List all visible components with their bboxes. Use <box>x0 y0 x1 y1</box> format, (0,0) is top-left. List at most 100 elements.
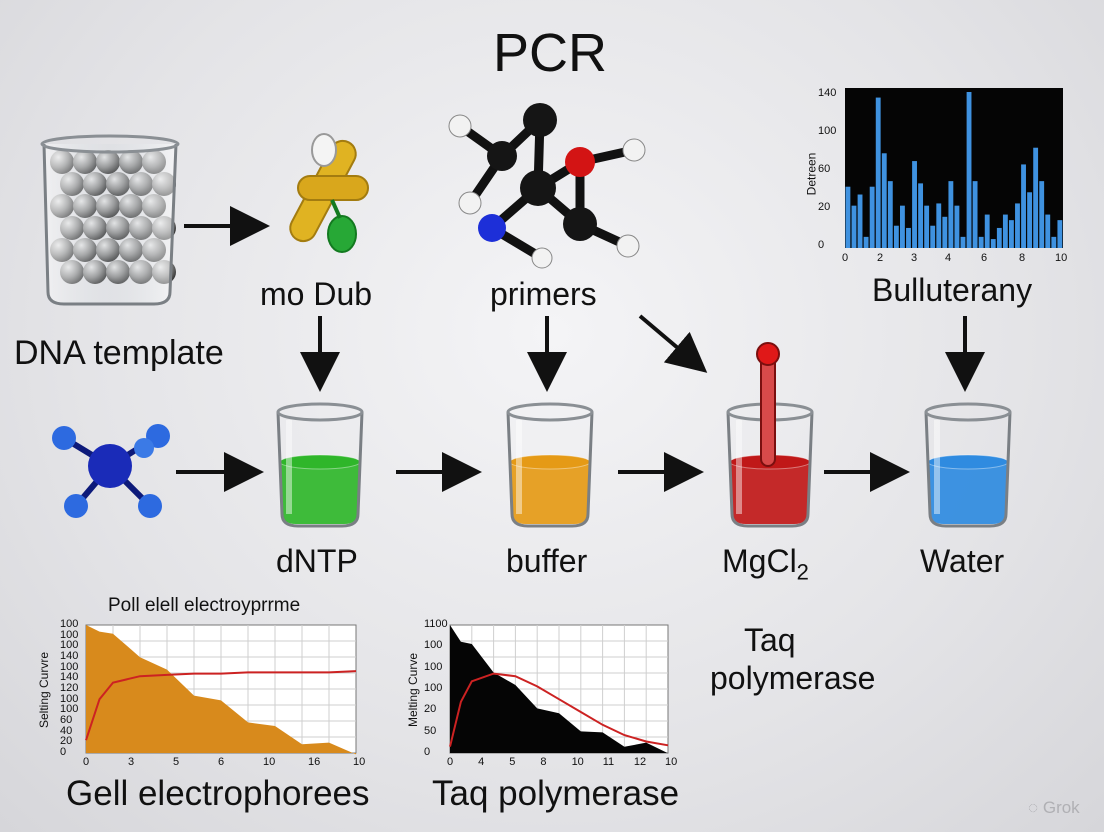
label-dna-template: DNA template <box>14 334 224 372</box>
grok-watermark: ◌ Grok <box>1028 798 1080 818</box>
histogram-bar <box>1039 181 1045 248</box>
beaker-rim <box>924 402 1012 422</box>
histogram-x-tick: 3 <box>911 252 918 264</box>
y-tick: 140 <box>60 650 79 662</box>
line-series <box>449 672 669 747</box>
y-tick: 40 <box>60 724 73 737</box>
histogram-x-tick: 8 <box>1019 252 1026 264</box>
histogram-x-tick: 2 <box>877 252 884 264</box>
label-dntp: dNTP <box>276 543 358 579</box>
histogram-bar <box>845 186 851 248</box>
histogram-bar <box>1009 220 1014 248</box>
y-tick: 100 <box>424 682 443 694</box>
histogram-bar <box>906 227 911 248</box>
histogram-bar <box>972 181 978 248</box>
histogram-bar <box>936 203 942 248</box>
grok-watermark-text: Grok <box>1042 798 1080 817</box>
histogram-bar <box>851 205 857 248</box>
histogram-y-tick: 140 <box>818 87 837 99</box>
histogram-y-tick: 20 <box>818 201 831 213</box>
label-taq-line2: polymerase <box>710 660 876 696</box>
y-tick: 100 <box>424 660 443 673</box>
label-mgcl2: MgCl2 <box>722 545 809 583</box>
x-tick: 10 <box>571 756 584 768</box>
label-taq-line1: Taq <box>744 622 796 658</box>
histogram-bar <box>1033 147 1039 248</box>
histogram-bar <box>1051 236 1057 248</box>
x-tick: 10 <box>263 756 276 768</box>
beaker-glass <box>276 411 364 528</box>
buffer-beaker <box>506 402 594 528</box>
histogram-x-tick: 0 <box>842 252 849 264</box>
histogram-bar <box>869 186 875 248</box>
x-tick: 8 <box>540 756 547 768</box>
x-tick: 5 <box>173 756 180 768</box>
histogram-bar <box>978 236 984 248</box>
label-water: Water <box>920 543 1005 579</box>
histogram-bar <box>918 183 924 248</box>
histogram-bar <box>1002 214 1008 248</box>
x-tick: 0 <box>83 756 90 768</box>
histogram-y-tick: 100 <box>818 125 837 137</box>
gel-electrophoresis-chart <box>85 624 357 755</box>
histogram-bar <box>996 227 1002 248</box>
y-tick: 50 <box>424 724 437 737</box>
histogram-bar <box>887 181 893 248</box>
y-tick: 20 <box>60 735 73 748</box>
histogram-bar <box>1015 203 1020 248</box>
histogram-bar <box>1027 192 1033 248</box>
histogram-ylabel: Detreen <box>804 152 819 196</box>
histogram-y-tick: 60 <box>818 163 831 175</box>
histogram-bar <box>881 153 887 248</box>
histogram-chart <box>845 88 1063 248</box>
histogram-bar <box>960 236 966 248</box>
thermometer-icon <box>756 342 780 467</box>
x-tick: 10 <box>665 756 678 768</box>
beaker-rim <box>506 402 594 422</box>
x-tick: 12 <box>633 756 647 768</box>
histogram-bar <box>900 205 905 248</box>
glass-highlight <box>934 420 940 514</box>
primers-molecule <box>448 103 646 269</box>
y-tick: 100 <box>60 660 79 673</box>
x-tick: 6 <box>218 756 225 768</box>
x-tick: 0 <box>447 756 454 768</box>
label-mgcl2-sub: 2 <box>796 559 809 585</box>
line-series <box>85 670 357 741</box>
y-tick: 0 <box>424 746 431 758</box>
y-tick: 120 <box>60 682 79 694</box>
melt-chart-xlabel: Taq polymerase <box>432 774 680 813</box>
label-primers: primers <box>490 276 597 312</box>
label-bulluterany: Bulluterany <box>872 272 1033 308</box>
beaker-liquid <box>510 462 590 524</box>
histogram-bar <box>863 236 869 248</box>
y-tick: 20 <box>424 703 437 716</box>
glass-highlight <box>286 420 292 514</box>
label-mo-dub: mo Dub <box>260 276 373 312</box>
melt-chart-ylabel: Melting Curve <box>406 652 421 728</box>
y-tick: 60 <box>60 714 73 726</box>
x-tick: 5 <box>509 756 516 768</box>
glass-highlight <box>736 420 742 514</box>
beaker-glass <box>924 411 1012 528</box>
arrow-primers-to-mgcl2 <box>638 314 708 373</box>
histogram-background <box>845 88 1063 248</box>
histogram-bar <box>875 97 881 248</box>
histogram-bar <box>930 225 936 248</box>
blue-molecule <box>52 424 170 518</box>
beaker-glass <box>726 411 814 528</box>
histogram-bar <box>942 216 948 248</box>
y-tick: 100 <box>424 639 443 652</box>
diagram-title: PCR <box>493 23 608 83</box>
dna-template-beaker <box>40 134 180 306</box>
histogram-bar <box>984 214 990 248</box>
x-tick: 4 <box>478 756 485 768</box>
histogram-bar <box>857 194 863 248</box>
x-tick: 3 <box>128 756 135 768</box>
histogram-bar <box>912 161 917 248</box>
label-buffer: buffer <box>506 543 588 579</box>
histogram-bar <box>924 205 930 248</box>
beaker-liquid <box>280 462 360 524</box>
histogram-bar <box>966 92 972 248</box>
